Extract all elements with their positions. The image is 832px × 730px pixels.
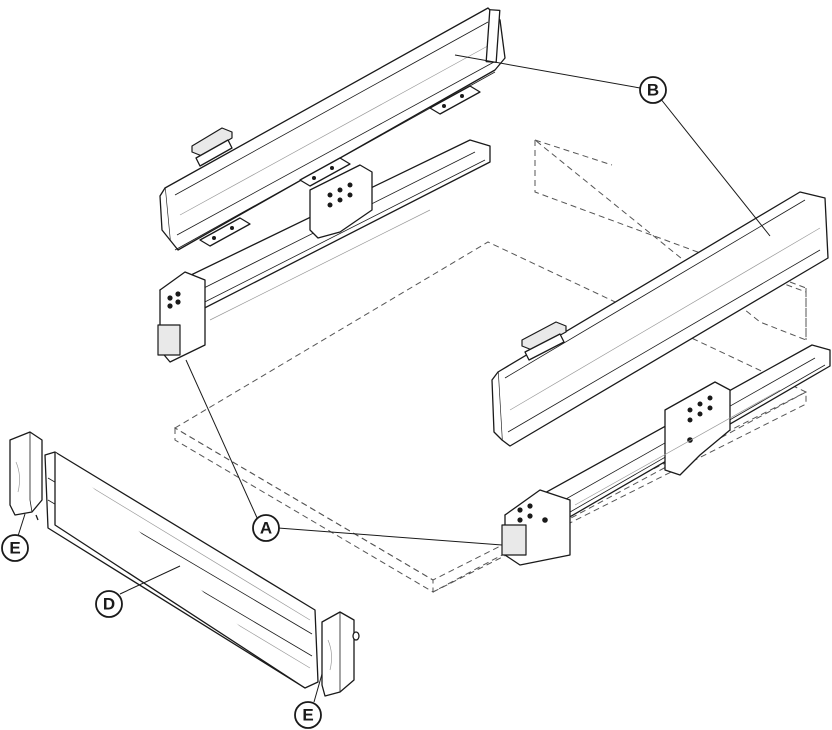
callout-a: A: [252, 514, 280, 542]
runner-right: [501, 344, 831, 566]
callout-b-label: B: [647, 81, 659, 100]
runner-left: [157, 139, 491, 363]
callout-e-right-label: E: [302, 706, 313, 725]
callout-e-right: E: [294, 701, 322, 729]
side-wall-right: [491, 191, 829, 447]
side-wall-left: [159, 7, 506, 251]
callout-a-label: A: [260, 519, 272, 538]
callout-e-left: E: [1, 534, 29, 562]
leader-lines: [17, 54, 771, 703]
end-cap-left: [9, 431, 43, 521]
callout-d-label: D: [103, 595, 115, 614]
end-cap-right: [321, 611, 360, 697]
front-panel: [44, 451, 319, 689]
side-wall-left-brackets: [199, 85, 481, 247]
side-wall-left-clip: [191, 127, 233, 167]
callout-b: B: [639, 76, 667, 104]
drawer-back-outline: [534, 138, 807, 341]
callout-e-left-label: E: [9, 539, 20, 558]
callout-d: D: [95, 590, 123, 618]
drawer-bottom-outline: [174, 241, 808, 593]
